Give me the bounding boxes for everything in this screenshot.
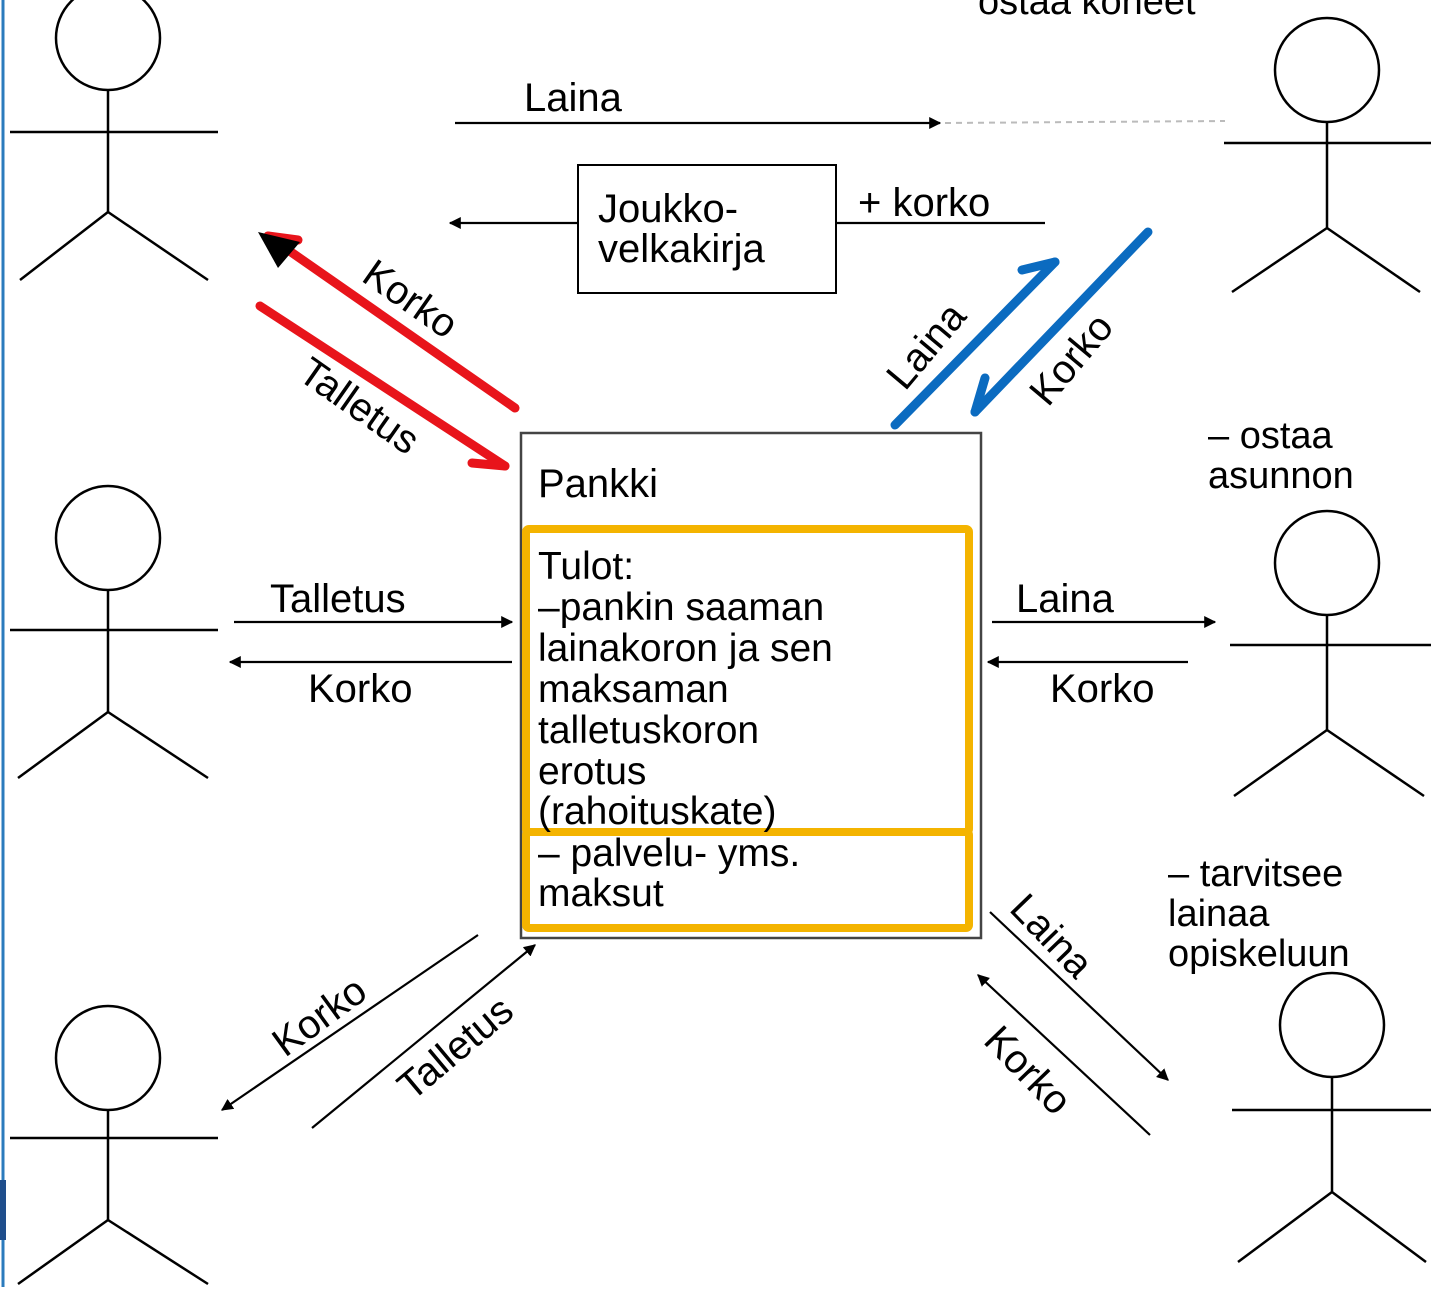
fees-highlight-box [522, 828, 973, 932]
bond-box-line-2: velkakirja [598, 227, 765, 271]
blue-arrow-pair [890, 227, 1153, 430]
top-loan-faded-line [944, 120, 1226, 124]
blue-interest-arrow [970, 227, 1153, 417]
bottom-right-caption-line-2: lainaa [1168, 893, 1270, 935]
bank-title: Pankki [538, 462, 658, 506]
bond-box [577, 164, 837, 294]
income-line-4: maksaman [538, 668, 729, 711]
red-deposit-arrow [255, 301, 510, 471]
actor-mid-left [10, 484, 218, 780]
right-loan-label: Laina [1016, 577, 1115, 621]
actor-top-left [10, 0, 218, 282]
bl-interest-arrow [221, 934, 479, 1111]
blue-loan-label: Laina [878, 294, 975, 398]
plus-interest-label: + korko [858, 181, 990, 225]
income-line-5: talletuskoron [538, 709, 759, 752]
right-interest-label: Korko [1050, 667, 1155, 711]
bottom-right-caption-line-1: – tarvitsee [1168, 853, 1343, 895]
left-deposit-label: Talletus [270, 577, 406, 621]
income-line-1: Tulot: [538, 545, 634, 588]
income-line-7: (rahoituskate) [538, 790, 776, 833]
top-loan-label: Laina [524, 76, 623, 120]
fees-line-1: – palvelu- yms. [538, 832, 800, 875]
bond-box-line-1: Joukko- [598, 187, 738, 231]
red-interest-arrow [263, 231, 520, 413]
actor-bottom-right [1232, 971, 1431, 1264]
fees-line-2: maksut [538, 872, 664, 915]
br-interest-label: Korko [976, 1018, 1080, 1124]
bottom-right-caption-line-3: opiskeluun [1168, 933, 1350, 975]
top-right-caption: ostaa koneet [978, 0, 1196, 23]
income-line-6: erotus [538, 750, 646, 793]
br-loan-arrow [989, 911, 1169, 1081]
mid-right-caption-line-2: asunnon [1208, 455, 1354, 497]
bl-deposit-arrow [311, 944, 536, 1129]
red-arrow-pair [255, 231, 520, 471]
mid-right-caption-line-1: – ostaa [1208, 415, 1334, 457]
left-interest-label: Korko [308, 667, 413, 711]
actor-mid-right [1230, 509, 1431, 798]
income-line-3: lainakoron ja sen [538, 627, 833, 670]
br-interest-arrow [977, 974, 1151, 1136]
blue-interest-label: Korko [1021, 305, 1122, 413]
blue-loan-arrow [890, 257, 1060, 430]
left-edge-tab [0, 1180, 6, 1240]
bank-box [519, 431, 983, 940]
income-line-2: –pankin saaman [538, 586, 824, 629]
actor-top-right [1224, 16, 1431, 294]
actor-bottom-left [10, 1004, 218, 1286]
